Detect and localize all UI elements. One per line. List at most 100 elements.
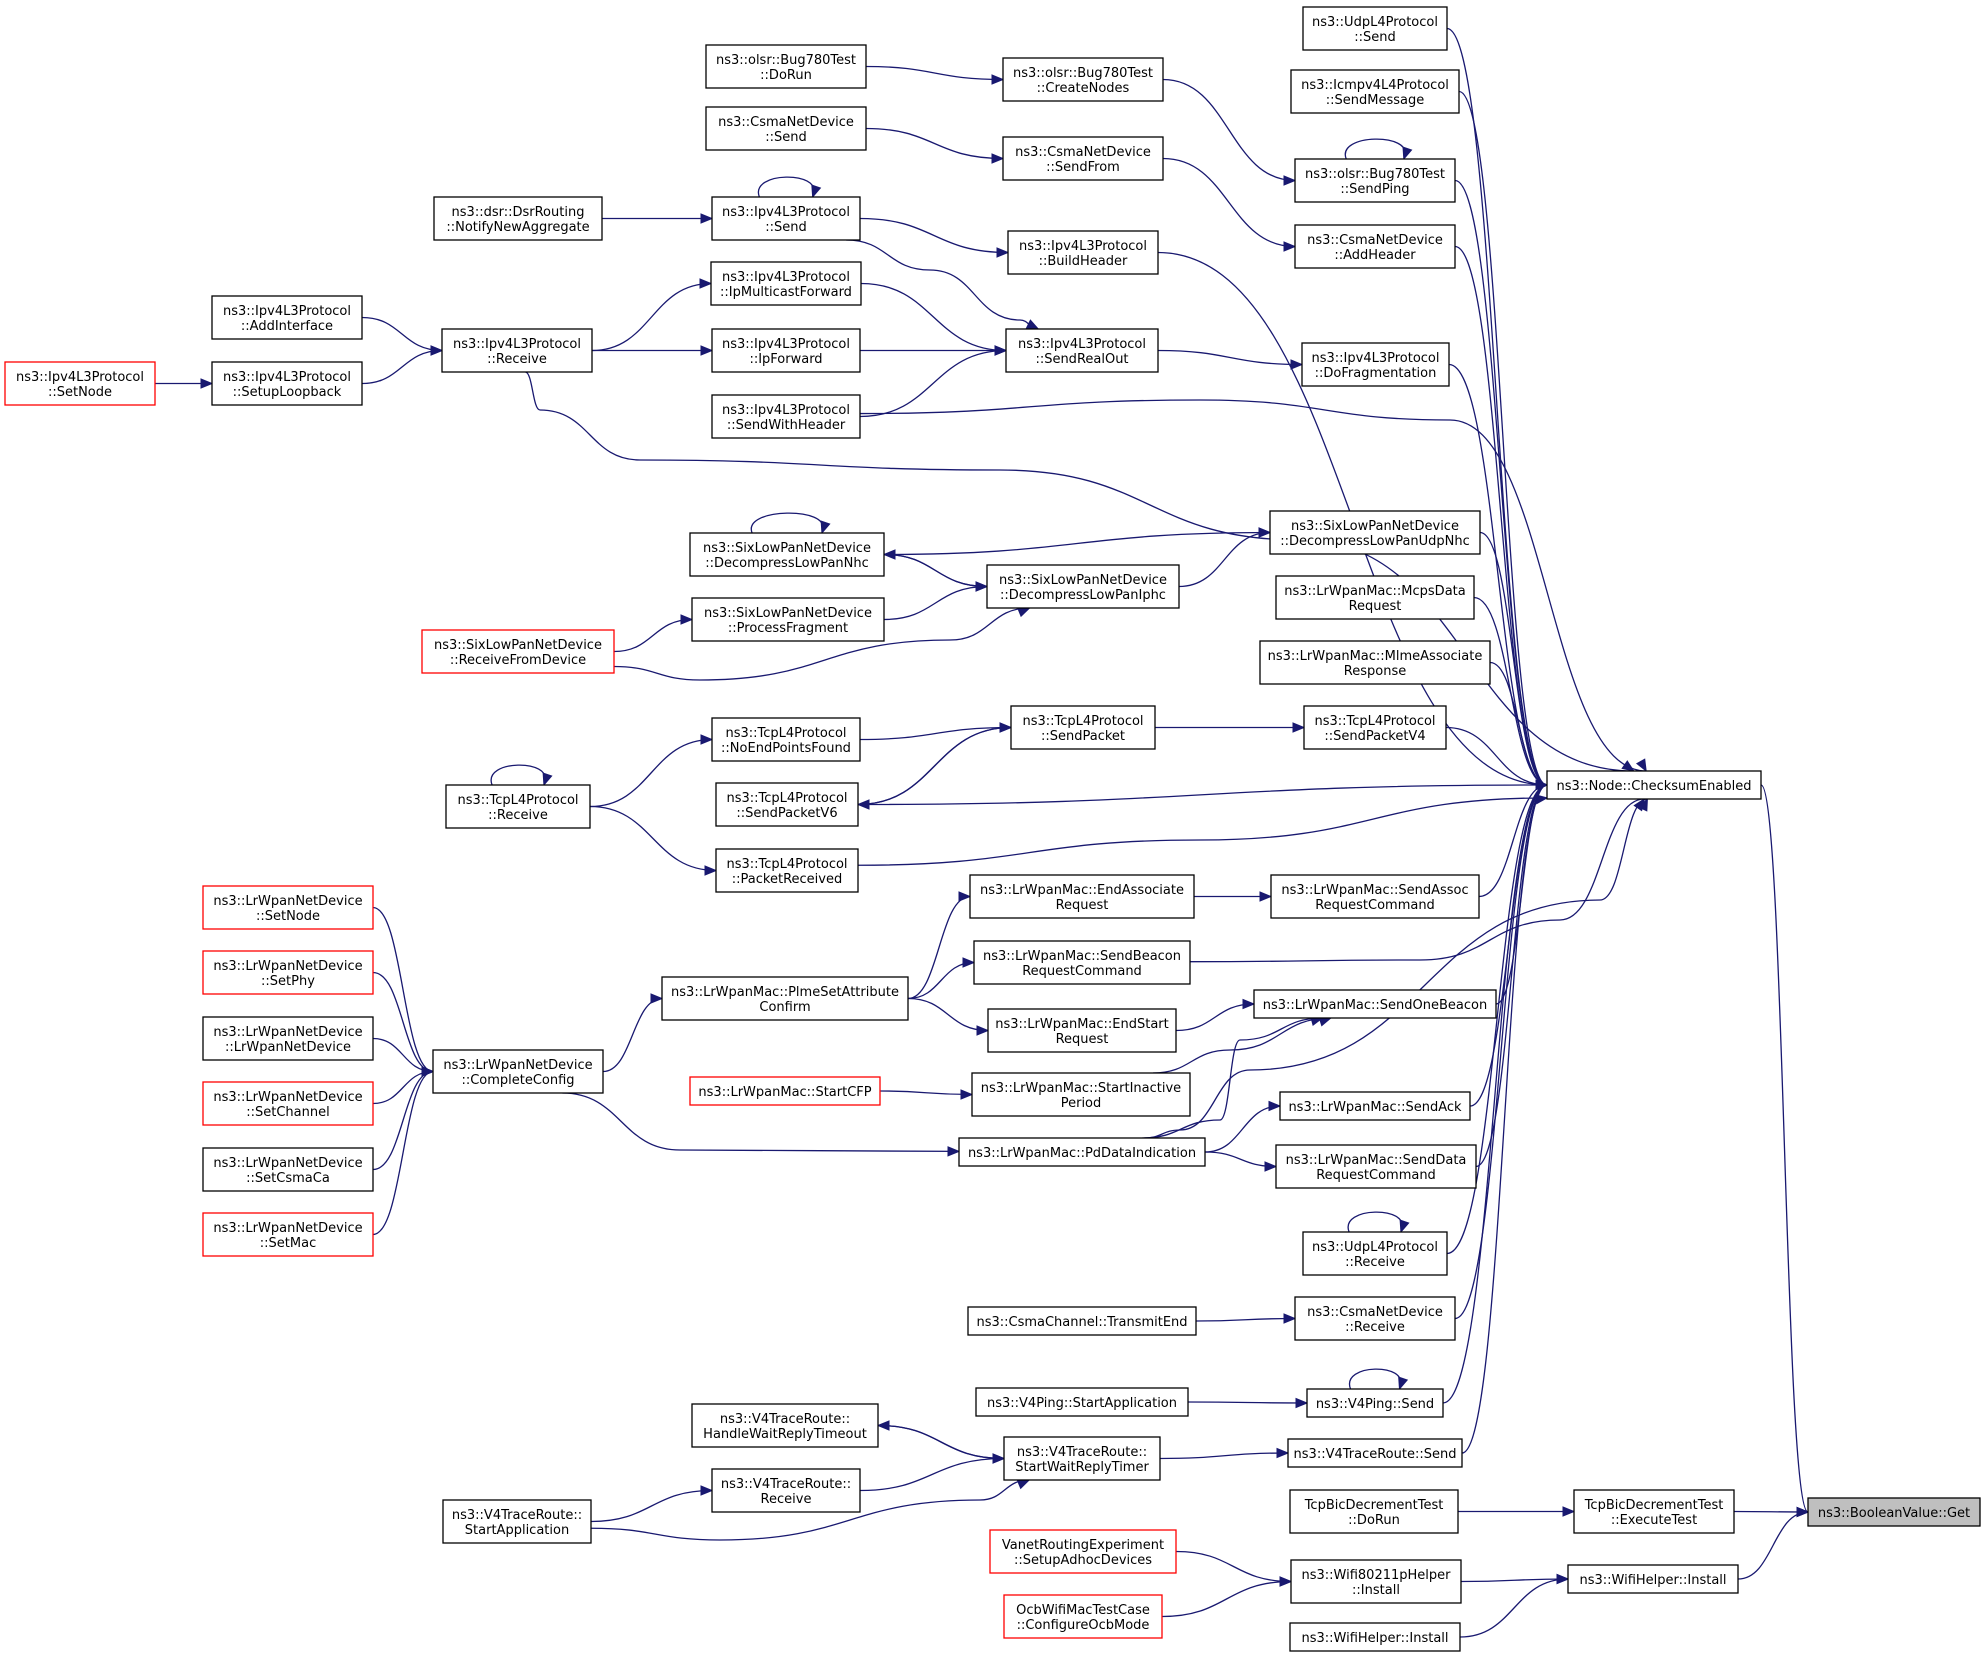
node-box — [202, 1147, 374, 1192]
node-wifihelper-install[interactable]: ns3::WifiHelper::Install — [1567, 1564, 1739, 1594]
node-label: ::SetNode — [48, 385, 112, 400]
edge-lrwpanmac_pddataindication-to-lrwpanmac_sendack — [1204, 1100, 1282, 1153]
node-v4traceroute-handlewaitreplytimeout[interactable]: ns3::V4TraceRoute::HandleWaitReplyTimeou… — [691, 1403, 879, 1448]
node-lrwpannet-setchannel[interactable]: ns3::LrWpanNetDevice::SetChannel — [202, 1081, 374, 1126]
edge-tcpl4_sendpacketv6-to-tcpl4_sendpacket — [857, 722, 1013, 806]
node-sixlowpan-processfragment[interactable]: ns3::SixLowPanNetDevice::ProcessFragment — [691, 597, 885, 642]
node-label: ns3::UdpL4Protocol — [1312, 15, 1438, 30]
node-v4traceroute-startapplication[interactable]: ns3::V4TraceRoute::StartApplication — [442, 1499, 592, 1544]
node-label: ns3::LrWpanNetDevice — [213, 959, 362, 974]
node-udpl4-receive[interactable]: ns3::UdpL4Protocol::Receive — [1302, 1231, 1448, 1276]
node-csma-receive[interactable]: ns3::CsmaNetDevice::Receive — [1294, 1296, 1456, 1341]
node-v4ping-send[interactable]: ns3::V4Ping::Send — [1306, 1388, 1444, 1418]
node-bug780-createnodes[interactable]: ns3::olsr::Bug780Test::CreateNodes — [1002, 57, 1164, 102]
node-csmachannel-transmitend[interactable]: ns3::CsmaChannel::TransmitEnd — [967, 1306, 1197, 1336]
node-v4traceroute-receive[interactable]: ns3::V4TraceRoute::Receive — [711, 1468, 861, 1513]
node-ipv4l3-setuploopback[interactable]: ns3::Ipv4L3Protocol::SetupLoopback — [211, 361, 363, 406]
node-ipv4l3-ipforward[interactable]: ns3::Ipv4L3Protocol::IpForward — [711, 328, 861, 373]
node-bug780-sendping[interactable]: ns3::olsr::Bug780Test::SendPing — [1294, 158, 1456, 203]
edge-lrwpanmac_startinactiveperiod-to-lrwpanmac_sendonebeacon — [1152, 1016, 1333, 1074]
node-label: ns3::Ipv4L3Protocol — [223, 370, 351, 385]
node-tcpbic-dorun[interactable]: TcpBicDecrementTest::DoRun — [1289, 1489, 1459, 1534]
node-lrwpannet-ctor[interactable]: ns3::LrWpanNetDevice::LrWpanNetDevice — [202, 1016, 374, 1061]
node-label: ns3::V4TraceRoute::Send — [1294, 1447, 1457, 1462]
node-v4ping-startapplication[interactable]: ns3::V4Ping::StartApplication — [975, 1387, 1189, 1417]
node-ipv4l3-buildheader[interactable]: ns3::Ipv4L3Protocol::BuildHeader — [1007, 230, 1159, 275]
node-label: ns3::V4Ping::StartApplication — [987, 1396, 1177, 1411]
node-box — [1002, 57, 1164, 102]
node-box — [711, 1468, 861, 1513]
node-sixlowpan-decompressudpnhc[interactable]: ns3::SixLowPanNetDevice::DecompressLowPa… — [1269, 510, 1481, 555]
node-csma-addheader[interactable]: ns3::CsmaNetDevice::AddHeader — [1294, 224, 1456, 269]
node-box — [1253, 989, 1497, 1019]
node-ipv4l3-addinterface[interactable]: ns3::Ipv4L3Protocol::AddInterface — [211, 295, 363, 340]
node-lrwpannet-setnode[interactable]: ns3::LrWpanNetDevice::SetNode — [202, 885, 374, 930]
node-label: ns3::V4TraceRoute:: — [452, 1508, 582, 1523]
node-box — [202, 1016, 374, 1061]
node-dsr-notifynewaggregate[interactable]: ns3::dsr::DsrRouting::NotifyNewAggregate — [433, 196, 603, 241]
node-lrwpanmac-sendack[interactable]: ns3::LrWpanMac::SendAck — [1279, 1091, 1471, 1121]
edge-v4traceroute_startapplication-to-v4traceroute_startwaitreplytimer — [590, 1479, 1031, 1541]
edge-csmachannel_transmitend-to-csma_receive — [1195, 1313, 1297, 1324]
node-label: ns3::dsr::DsrRouting — [452, 205, 585, 220]
node-wifi80211p-install[interactable]: ns3::Wifi80211pHelper::Install — [1290, 1559, 1462, 1604]
node-udpl4-send[interactable]: ns3::UdpL4Protocol::Send — [1302, 6, 1448, 51]
node-csma-send[interactable]: ns3::CsmaNetDevice::Send — [705, 106, 867, 151]
node-ipv4l3-send[interactable]: ns3::Ipv4L3Protocol::Send — [711, 196, 861, 241]
node-lrwpanmac-sendonebeacon[interactable]: ns3::LrWpanMac::SendOneBeacon — [1253, 989, 1497, 1019]
node-lrwpannet-completeconfig[interactable]: ns3::LrWpanNetDevice::CompleteConfig — [432, 1049, 604, 1094]
node-booleanvalue-get[interactable]: ns3::BooleanValue::Get — [1807, 1497, 1981, 1527]
node-ipv4l3-sendrealout[interactable]: ns3::Ipv4L3Protocol::SendRealOut — [1005, 328, 1159, 373]
node-tcpl4-sendpacketv4[interactable]: ns3::TcpL4Protocol::SendPacketV4 — [1303, 705, 1447, 750]
node-box — [715, 782, 859, 827]
node-label: ns3::Ipv4L3Protocol — [223, 304, 351, 319]
edge-vanet_setupadhocdevices-to-wifi80211p_install — [1175, 1550, 1293, 1587]
node-sixlowpan-decompressnhc[interactable]: ns3::SixLowPanNetDevice::DecompressLowPa… — [689, 532, 885, 577]
node-tcpl4-packetreceived[interactable]: ns3::TcpL4Protocol::PacketReceived — [715, 848, 859, 893]
node-label: ns3::CsmaNetDevice — [718, 115, 854, 130]
node-box — [1279, 1091, 1471, 1121]
node-v4traceroute-startwaitreplytimer[interactable]: ns3::V4TraceRoute::StartWaitReplyTimer — [1003, 1436, 1161, 1481]
node-lrwpannet-setcsmaca[interactable]: ns3::LrWpanNetDevice::SetCsmaCa — [202, 1147, 374, 1192]
node-wifihelper-install2[interactable]: ns3::WifiHelper::Install — [1289, 1622, 1461, 1652]
node-box — [441, 328, 593, 373]
node-checksumenabled[interactable]: ns3::Node::ChecksumEnabled — [1546, 770, 1762, 800]
node-ipv4l3-ipmulticastforward[interactable]: ns3::Ipv4L3Protocol::IpMulticastForward — [710, 261, 862, 306]
node-label: ns3::LrWpanMac::SendBeacon — [983, 949, 1181, 964]
node-tcpl4-receive[interactable]: ns3::TcpL4Protocol::Receive — [445, 784, 591, 829]
node-lrwpanmac-pddataindication[interactable]: ns3::LrWpanMac::PdDataIndication — [958, 1137, 1206, 1167]
node-lrwpannet-setphy[interactable]: ns3::LrWpanNetDevice::SetPhy — [202, 950, 374, 995]
edge-lrwpanmac_endstartrequest-to-lrwpanmac_sendonebeacon — [1175, 998, 1256, 1032]
node-sixlowpan-receivefromdevice[interactable]: ns3::SixLowPanNetDevice::ReceiveFromDevi… — [421, 629, 615, 674]
node-label: ns3::TcpL4Protocol — [1314, 714, 1435, 729]
node-lrwpanmac-startcfp[interactable]: ns3::LrWpanMac::StartCFP — [689, 1076, 881, 1106]
node-vanet-setupadhocdevices[interactable]: VanetRoutingExperiment::SetupAdhocDevice… — [989, 1529, 1177, 1574]
node-ocbwifimac-configureocbmode[interactable]: OcbWifiMacTestCase::ConfigureOcbMode — [1003, 1594, 1163, 1639]
node-sixlowpan-decompressiphc[interactable]: ns3::SixLowPanNetDevice::DecompressLowPa… — [986, 564, 1180, 609]
node-tcpl4-noendpointsfound[interactable]: ns3::TcpL4Protocol::NoEndPointsFound — [711, 717, 861, 762]
node-v4traceroute-send[interactable]: ns3::V4TraceRoute::Send — [1287, 1438, 1463, 1468]
node-tcpl4-sendpacketv6[interactable]: ns3::TcpL4Protocol::SendPacketV6 — [715, 782, 859, 827]
node-icmpv4-sendmessage[interactable]: ns3::Icmpv4L4Protocol::SendMessage — [1290, 69, 1460, 114]
node-tcpbic-executetest[interactable]: TcpBicDecrementTest::ExecuteTest — [1573, 1489, 1735, 1534]
node-ipv4l3-setnode[interactable]: ns3::Ipv4L3Protocol::SetNode — [4, 361, 156, 406]
node-tcpl4-sendpacket[interactable]: ns3::TcpL4Protocol::SendPacket — [1010, 705, 1156, 750]
node-bug780-donrun[interactable]: ns3::olsr::Bug780Test::DoRun — [705, 44, 867, 89]
node-ipv4l3-dofragmentation[interactable]: ns3::Ipv4L3Protocol::DoFragmentation — [1301, 342, 1450, 387]
node-ipv4l3-receive[interactable]: ns3::Ipv4L3Protocol::Receive — [441, 328, 593, 373]
node-label: ::Receive — [1345, 1320, 1405, 1335]
node-csma-sendfrom[interactable]: ns3::CsmaNetDevice::SendFrom — [1002, 136, 1164, 181]
node-ipv4l3-sendwithheader[interactable]: ns3::Ipv4L3Protocol::SendWithHeader — [711, 394, 861, 439]
node-label: ns3::LrWpanMac::MlmeAssociate — [1268, 649, 1483, 664]
node-label: ::Send — [765, 130, 807, 145]
node-lrwpannet-setmac[interactable]: ns3::LrWpanNetDevice::SetMac — [202, 1212, 374, 1257]
